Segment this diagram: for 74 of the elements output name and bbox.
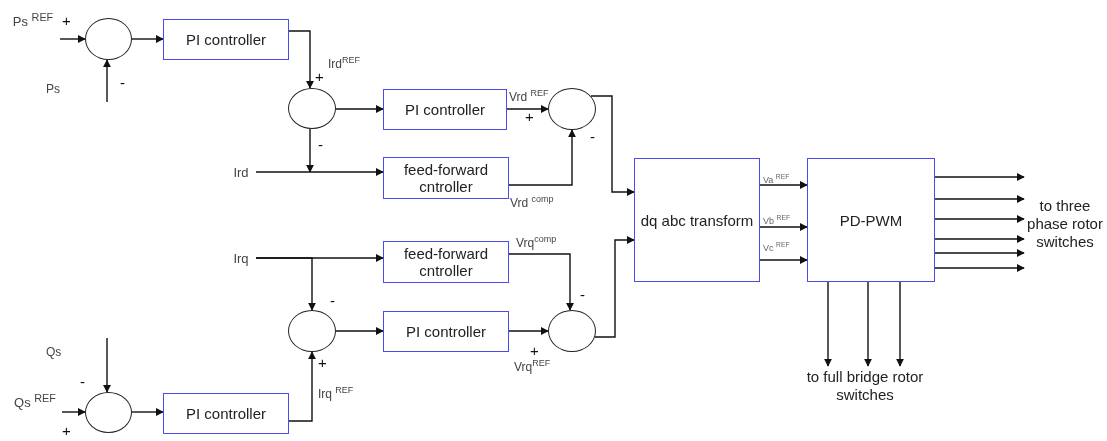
signal-label: Irq (226, 250, 256, 267)
controller-block: PI controller (163, 19, 289, 60)
arrow (59, 35, 86, 43)
signal-label: Qs $^{REF}$ (8, 391, 62, 411)
arrow (288, 351, 316, 422)
signal-label: Vrq$^{comp}$ (516, 233, 557, 250)
arrow (759, 223, 808, 231)
arrow (934, 173, 1025, 181)
signal-label: Vc $^{REF}$ (763, 240, 790, 255)
arrow (934, 235, 1025, 243)
signal-label: Va $^{REF}$ (763, 172, 790, 187)
arrow (61, 408, 86, 416)
arrow (335, 327, 384, 335)
sign-label: + (530, 344, 539, 358)
sign-label: + (315, 70, 324, 84)
arrow (131, 408, 164, 416)
sign-label: - (318, 138, 323, 152)
arrow (759, 181, 808, 189)
signal-label: Vrd $^{REF}$ (509, 87, 549, 104)
controller-block: feed-forward cntroller (383, 241, 509, 283)
summing-junction (548, 310, 596, 352)
arrow (824, 281, 832, 367)
arrow (896, 281, 904, 367)
arrow (506, 105, 549, 113)
summing-junction (288, 310, 336, 352)
arrow (131, 35, 164, 43)
sign-label: + (318, 356, 327, 370)
transform-block: dq abc transform (634, 158, 760, 282)
output-label: to full bridge rotor switches (790, 366, 940, 406)
signal-label: Vb $^{REF}$ (763, 213, 790, 228)
arrow (934, 215, 1025, 223)
arrow (934, 195, 1025, 203)
sign-label: - (80, 375, 85, 389)
arrow (103, 59, 111, 103)
arrow (594, 236, 635, 338)
summing-junction (288, 88, 336, 129)
signal-label: Vrq$^{REF}$ (514, 357, 551, 374)
arrow (508, 253, 574, 311)
pwm-block: PD-PWM (807, 158, 935, 282)
signal-label: Ps $^{REF}$ (6, 10, 60, 30)
summing-junction (85, 392, 132, 433)
signal-label: Irq $^{REF}$ (318, 384, 354, 401)
arrow (934, 264, 1025, 272)
arrow (288, 30, 314, 89)
sign-label: + (525, 110, 534, 124)
arrow (103, 337, 111, 393)
arrow (335, 105, 384, 113)
arrow (255, 257, 316, 311)
arrow (508, 327, 549, 335)
signal-label: Qs (46, 345, 62, 359)
arrow (934, 249, 1025, 257)
arrow (306, 128, 314, 173)
signal-label: Ird (226, 164, 256, 181)
controller-block: PI controller (383, 311, 509, 352)
controller-block: PI controller (163, 393, 289, 434)
controller-block: PI controller (383, 89, 507, 130)
arrow (864, 281, 872, 367)
sign-label: + (62, 14, 71, 28)
sign-label: - (580, 288, 585, 302)
signal-label: Vrd $^{comp}$ (510, 193, 554, 210)
sign-label: - (590, 130, 595, 144)
arrow (590, 95, 635, 196)
output-label: to three phase rotor switches (1024, 180, 1106, 268)
sign-label: + (62, 424, 71, 438)
arrow (255, 168, 384, 176)
arrow (508, 129, 576, 186)
controller-block: feed-forward cntroller (383, 157, 509, 199)
signal-label: Ird$^{REF}$ (328, 54, 360, 71)
sign-label: - (330, 294, 335, 308)
sign-label: - (120, 76, 125, 90)
arrow (759, 256, 808, 264)
summing-junction (85, 18, 132, 60)
signal-label: Ps (46, 82, 60, 96)
summing-junction (548, 88, 596, 130)
